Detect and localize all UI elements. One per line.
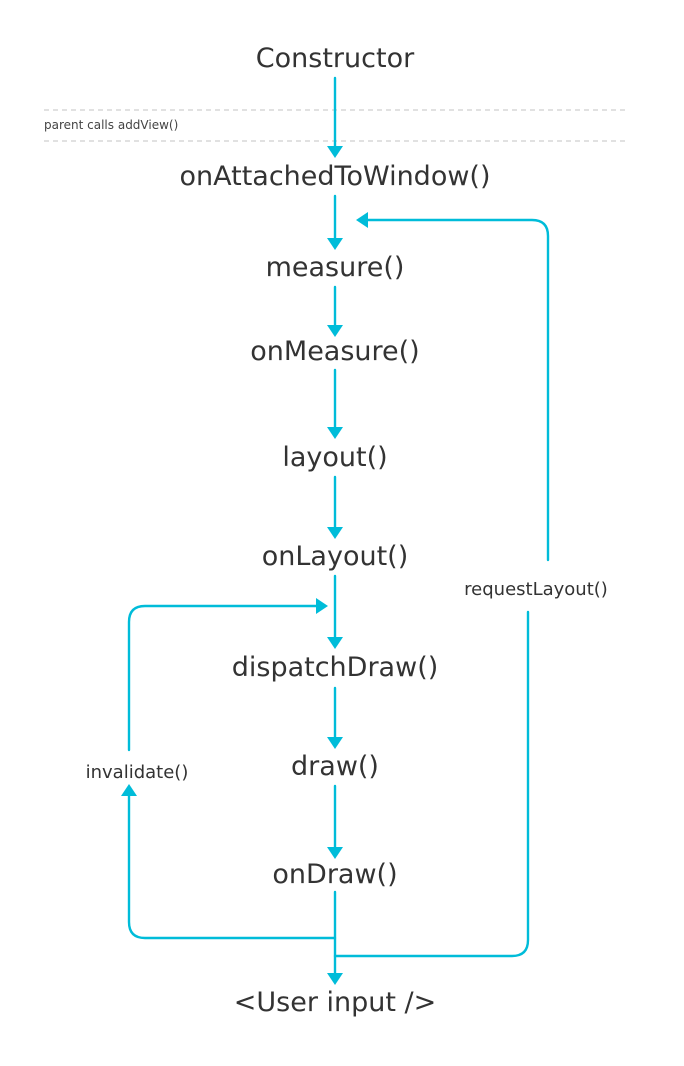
node-on-attached-to-window: onAttachedToWindow() bbox=[179, 161, 490, 192]
node-measure: measure() bbox=[266, 252, 405, 283]
node-constructor: Constructor bbox=[256, 43, 415, 74]
node-on-measure: onMeasure() bbox=[250, 336, 419, 367]
request-layout-loop-upper bbox=[366, 218, 550, 562]
arrowhead-to-on-measure bbox=[327, 325, 343, 337]
arrowhead-invalidate bbox=[121, 784, 137, 796]
node-user-input: <User input /> bbox=[234, 987, 437, 1018]
node-layout: layout() bbox=[282, 442, 387, 473]
node-draw: draw() bbox=[291, 751, 379, 782]
node-dispatch-draw: dispatchDraw() bbox=[232, 652, 439, 683]
arrowhead-to-user-input bbox=[327, 973, 343, 985]
arrowhead-to-on-draw bbox=[327, 847, 343, 859]
request-layout-loop bbox=[333, 610, 530, 958]
parent-calls-addview-note: parent calls addView() bbox=[44, 118, 178, 132]
arrowhead-request-layout bbox=[356, 212, 368, 228]
arrowhead-to-on-layout-from-invalidate bbox=[316, 598, 328, 614]
invalidate-loop bbox=[127, 794, 337, 940]
invalidate-loop-upper bbox=[127, 604, 318, 752]
node-on-layout: onLayout() bbox=[262, 541, 408, 572]
node-on-draw: onDraw() bbox=[272, 859, 397, 890]
arrowhead-to-draw bbox=[327, 737, 343, 749]
arrowhead-to-layout bbox=[327, 427, 343, 439]
arrowhead-to-on-layout bbox=[327, 527, 343, 539]
arrowhead-to-dispatch-draw bbox=[327, 637, 343, 649]
arrowhead-to-on-attached-to-window bbox=[327, 146, 343, 158]
invalidate-label: invalidate() bbox=[86, 762, 189, 783]
request-layout-label: requestLayout() bbox=[464, 579, 608, 600]
arrowhead-to-measure bbox=[327, 238, 343, 250]
